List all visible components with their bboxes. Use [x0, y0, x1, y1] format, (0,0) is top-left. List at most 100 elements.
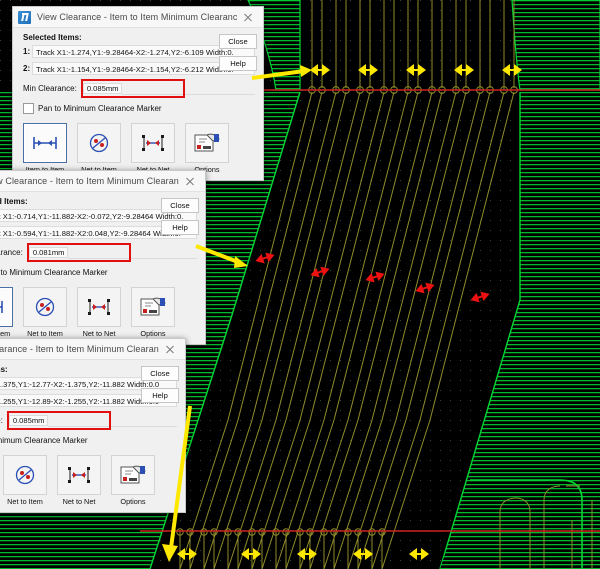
view-clearance-dialog-2[interactable]: View Clearance - Item to Item Minimum Cl…	[0, 170, 206, 345]
net-to-item-button[interactable]: Net to Item	[3, 455, 47, 506]
options-button[interactable]: Options	[111, 455, 155, 506]
dialog-3-title: View Clearance - Item to Item Minimum Cl…	[0, 344, 159, 354]
trace-bundle-bottom	[179, 530, 383, 569]
min-clearance-row: Min Clearance: 0.081mm	[0, 243, 197, 262]
selected-item-row: 1: Track X1:-1.274,Y1:-9.28464-X2:-1.274…	[23, 45, 255, 58]
options-button[interactable]: Options	[185, 123, 229, 174]
dialog-3-body: Selected Items: 1: Track X1:-1.375,Y1:-1…	[0, 360, 185, 512]
dialog-2-body: Selected Items: 1: Track X1:-0.714,Y1:-1…	[0, 192, 205, 344]
item-index: 2:	[23, 64, 31, 73]
clearance-marker-bottom	[353, 548, 373, 560]
selected-item-row: 2: Track X1:-1.154,Y1:-9.28464-X2:-1.154…	[23, 62, 255, 75]
min-clearance-wrap: 0.085mm	[6, 411, 111, 430]
item-value-field[interactable]: Track X1:-1.375,Y1:-12.77-X2:-1.375,Y2:-…	[0, 377, 177, 390]
clearance-marker-bottom	[177, 548, 197, 560]
dialog-3-titlebar[interactable]: View Clearance - Item to Item Minimum Cl…	[0, 339, 185, 360]
clearance-marker-bottom	[409, 548, 429, 560]
mode-button-row: Item to Item Net to Item Net to Net Opti…	[23, 123, 255, 174]
dialog-2-titlebar[interactable]: View Clearance - Item to Item Minimum Cl…	[0, 171, 205, 192]
options-label: Options	[140, 329, 166, 338]
options-icon	[131, 287, 175, 327]
net-to-net-button[interactable]: Net to Net	[57, 455, 101, 506]
dialog-3-action-buttons: Close Help	[141, 366, 179, 410]
pan-checkbox[interactable]	[23, 103, 34, 114]
clearance-marker-mid	[415, 282, 435, 294]
min-clearance-value[interactable]: 0.081mm	[28, 247, 69, 258]
item-index: 1:	[23, 47, 31, 56]
view-clearance-dialog-3[interactable]: View Clearance - Item to Item Minimum Cl…	[0, 338, 186, 513]
min-clearance-tail	[68, 246, 197, 259]
close-button[interactable]: Close	[141, 366, 179, 381]
options-button[interactable]: Options	[131, 287, 175, 338]
pan-checkbox-row[interactable]: Pan to Minimum Clearance Marker	[23, 103, 255, 114]
net-to-net-button[interactable]: Net to Net	[77, 287, 121, 338]
mode-button-row: Item to Item Net to Item Net to Net Opti…	[0, 287, 197, 338]
min-clearance-value[interactable]: 0.085mm	[82, 83, 123, 94]
dialog-2-action-buttons: Close Help	[161, 198, 199, 242]
net-to-item-label: Net to Item	[81, 165, 117, 174]
pan-checkbox-row[interactable]: Pan to Minimum Clearance Marker	[0, 435, 177, 446]
options-icon	[185, 123, 229, 163]
clearance-marker-bottom	[297, 548, 317, 560]
selected-items-label: Selected Items:	[0, 197, 28, 206]
dialog-1-titlebar[interactable]: View Clearance - Item to Item Minimum Cl…	[13, 7, 263, 28]
net-to-item-icon	[3, 455, 47, 495]
min-clearance-label: Min Clearance:	[23, 84, 77, 93]
net-to-item-button[interactable]: Net to Item	[23, 287, 67, 338]
net-to-item-icon	[23, 287, 67, 327]
help-button[interactable]: Help	[161, 220, 199, 235]
dialog-1-action-buttons: Close Help	[219, 34, 257, 78]
pour-lower-right-pad	[440, 480, 582, 569]
net-to-net-label: Net to Net	[62, 497, 96, 506]
clearance-markers-middle	[255, 252, 490, 303]
net-to-item-button[interactable]: Net to Item	[77, 123, 121, 174]
close-icon[interactable]	[159, 340, 181, 359]
clearance-marker-top	[502, 64, 522, 76]
item-value-field[interactable]: Track X1:-0.714,Y1:-11.882-X2:-0.072,Y2:…	[0, 209, 197, 222]
dialog-1-title: View Clearance - Item to Item Minimum Cl…	[37, 12, 237, 22]
trace-u-shapes-right	[499, 485, 593, 569]
close-button[interactable]: Close	[219, 34, 257, 49]
selected-item-row: 1: Track X1:-0.714,Y1:-11.882-X2:-0.072,…	[0, 209, 197, 222]
clearance-marker-mid	[365, 271, 385, 283]
clearance-marker-bottom	[241, 548, 261, 560]
min-clearance-label: Min Clearance:	[0, 248, 23, 257]
pan-checkbox-row[interactable]: Pan to Minimum Clearance Marker	[0, 267, 197, 278]
mode-button-row: Item to Item Net to Item Net to Net Opti…	[0, 455, 177, 506]
pour-middle-right-outline	[439, 92, 521, 569]
pour-lower-right-pad-outline	[470, 479, 583, 569]
min-clearance-wrap: 0.085mm	[80, 79, 185, 98]
item-value-field[interactable]: Track X1:-1.274,Y1:-9.28464-X2:-1.274,Y2…	[32, 45, 255, 58]
close-button[interactable]: Close	[161, 198, 199, 213]
pour-upper-right	[512, 0, 600, 90]
net-to-item-icon	[77, 123, 121, 163]
clearance-markers-bottom	[177, 548, 429, 560]
clearance-marker-top	[358, 64, 378, 76]
help-button[interactable]: Help	[219, 56, 257, 71]
selected-items-label: Selected Items:	[23, 33, 82, 42]
min-clearance-row: Min Clearance: 0.085mm	[0, 411, 177, 430]
selected-item-row: 1: Track X1:-1.375,Y1:-12.77-X2:-1.375,Y…	[0, 377, 177, 390]
close-icon[interactable]	[179, 172, 201, 191]
min-clearance-value[interactable]: 0.085mm	[8, 415, 49, 426]
item-to-item-icon	[0, 287, 13, 327]
pan-checkbox-label: Pan to Minimum Clearance Marker	[0, 436, 88, 445]
trace-bundle-top	[311, 0, 515, 90]
item-to-item-label: Item to Item	[26, 165, 65, 174]
net-to-net-button[interactable]: Net to Net	[131, 123, 175, 174]
options-icon	[111, 455, 155, 495]
view-clearance-dialog-1[interactable]: View Clearance - Item to Item Minimum Cl…	[12, 6, 264, 181]
dialog-2-title: View Clearance - Item to Item Minimum Cl…	[0, 176, 179, 186]
item-to-item-label: Item to Item	[0, 329, 11, 338]
clearance-marker-top	[454, 64, 474, 76]
net-to-net-icon	[77, 287, 121, 327]
close-icon[interactable]	[237, 8, 259, 27]
pan-checkbox-label: Pan to Minimum Clearance Marker	[38, 104, 162, 113]
item-to-item-button[interactable]: Item to Item	[0, 287, 13, 338]
help-button[interactable]: Help	[141, 388, 179, 403]
item-to-item-button[interactable]: Item to Item	[23, 123, 67, 174]
net-to-item-label: Net to Item	[27, 329, 63, 338]
min-clearance-tail	[48, 414, 177, 427]
pan-checkbox-label: Pan to Minimum Clearance Marker	[0, 268, 108, 277]
